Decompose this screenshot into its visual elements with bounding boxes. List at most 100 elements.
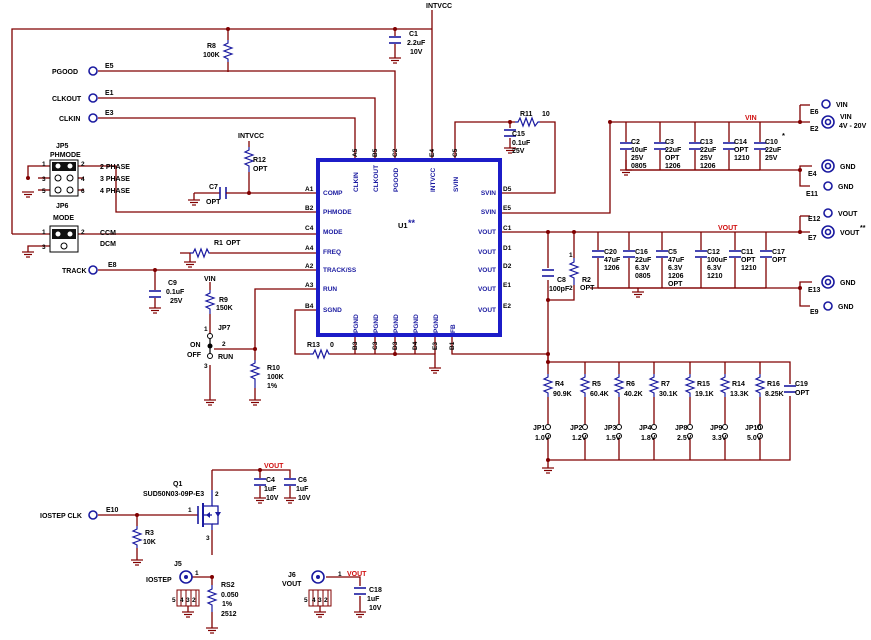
ic-pin-num: B3 (352, 341, 359, 350)
ic-pin-num: D4 (412, 341, 419, 350)
fb-r-ref: R5 (592, 381, 601, 388)
ic-right-pins: D5SVINE5SVINC1VOUTD1VOUTD2VOUTE1VOUTE2VO… (478, 186, 512, 314)
vout-terminal-e12[interactable]: E12 VOUT (808, 208, 858, 223)
jumper-jp7[interactable]: JP7 1 2 3 ON OFF RUN (187, 325, 233, 370)
q1-pin-source: 3 (206, 535, 210, 542)
r2-ref: R2 (582, 277, 591, 284)
e11-label: GND (838, 184, 854, 191)
c8-val: 100pF (549, 286, 570, 293)
cap-ref: C17 (772, 249, 785, 256)
clkin-terminal[interactable]: CLKIN E3 (59, 110, 114, 123)
clkout-label: CLKOUT (52, 96, 82, 103)
jp-pin[interactable] (616, 424, 622, 430)
j6-pin4: 4 (312, 597, 316, 604)
jumper-jp5[interactable]: JP5 PHMODE 1 2 3 4 5 6 2 PHASE 3 PHASE 4… (42, 143, 130, 197)
cap-ref: C5 (668, 249, 677, 256)
pgood-terminal[interactable]: PGOOD E5 (52, 63, 114, 76)
e6-label: VIN (836, 102, 848, 109)
fb-jp-ref: JP4 (639, 425, 652, 432)
capacitors: C1 2.2uF 10V C7 OPT C9 0.1uF 25V C15 0.1… (149, 31, 570, 612)
cap-pkg: 0805 (631, 163, 647, 170)
track-terminal[interactable]: TRACK E8 (62, 262, 117, 275)
iostep-clk-terminal[interactable]: IOSTEP CLK E10 (40, 507, 119, 520)
net-intvcc-top: INTVCC (426, 3, 452, 10)
net-vin: VIN (745, 115, 757, 122)
ic-pin-num: E3 (432, 342, 439, 350)
vin-terminal-e6[interactable]: E6 VIN (810, 99, 848, 116)
jp-pin[interactable] (582, 424, 588, 430)
jp-pin[interactable] (545, 424, 551, 430)
vout-terminal-e7[interactable]: E7 VOUT ** (808, 225, 866, 242)
jp-pin[interactable] (545, 433, 551, 439)
r2-pin1: 1 (569, 252, 573, 259)
c15-val: 0.1uF (512, 140, 531, 147)
vin-terminal-e2[interactable]: E2 VIN 4V - 20V (810, 114, 867, 133)
fb-r-val: 13.3K (730, 391, 749, 398)
jp5-pin5: 5 (42, 188, 46, 195)
cap-val: 47uF (668, 257, 685, 264)
ic-pin-name: RUN (323, 286, 337, 293)
ic-pin-num: A1 (305, 186, 314, 193)
jp-pin[interactable] (687, 433, 693, 439)
jp-pin[interactable] (722, 433, 728, 439)
jumper-jp6[interactable]: JP6 MODE 1 2 3 CCM DCM (42, 203, 116, 253)
ic-pin-num: C3 (372, 341, 379, 350)
ic-suffix: ** (408, 218, 416, 228)
j5-ref: J5 (174, 561, 182, 568)
fb-jp-ref: JP1 (533, 425, 546, 432)
connector-j5[interactable]: J5 IOSTEP 1 5 4 3 2 (146, 561, 200, 612)
ic-pin-name: CLKIN (353, 172, 360, 192)
gnd-terminal-e11[interactable]: E11 GND (806, 181, 854, 198)
jp7-run: RUN (218, 354, 233, 361)
r9-val: 150K (216, 305, 233, 312)
capacitor-c19: C19 OPT (784, 381, 810, 397)
net-labels: INTVCC INTVCC VIN VIN VOUT VOUT VOUT (204, 3, 757, 578)
cap-star: * (782, 131, 785, 140)
ic-pin-num: A2 (305, 263, 314, 270)
fb-r-val: 19.1K (695, 391, 714, 398)
rs2-tol: 1% (222, 601, 233, 608)
jp6-name: MODE (53, 215, 74, 222)
r3-val: 10K (143, 539, 156, 546)
gnd-terminal-e9[interactable]: E9 GND (810, 301, 854, 316)
jp-pin[interactable] (757, 433, 763, 439)
ic-pin-num: E5 (503, 205, 511, 212)
ic-pin-num: B5 (372, 148, 379, 157)
ic-pin-num: B2 (305, 205, 314, 212)
cap-volt: 6.3V (707, 265, 722, 272)
jp5-pin1: 1 (42, 161, 46, 168)
fb-r-ref: R15 (697, 381, 710, 388)
e6-ref: E6 (810, 109, 819, 116)
jp-pin[interactable] (582, 433, 588, 439)
clkout-terminal[interactable]: CLKOUT E1 (52, 90, 114, 103)
fb-r-val: 8.25K (765, 391, 784, 398)
r1-ref: R1 (214, 240, 223, 247)
q1-ref: Q1 (173, 481, 182, 488)
jp-pin[interactable] (757, 424, 763, 430)
junction-dots (26, 27, 802, 579)
capacitor-c1: C1 2.2uF 10V (389, 31, 426, 56)
jp5-name: PHMODE (50, 152, 81, 159)
e12-ref: E12 (808, 216, 821, 223)
c6-ref: C6 (298, 477, 307, 484)
fb-r-ref: R4 (555, 381, 564, 388)
connector-j6[interactable]: J6 VOUT 1 5 4 3 2 (282, 570, 342, 612)
r10-ref: R10 (267, 365, 280, 372)
jp-pin[interactable] (687, 424, 693, 430)
c19-val: OPT (795, 390, 810, 397)
fb-jp-volt: 5.0V (747, 435, 762, 442)
fb-resistor (684, 374, 696, 397)
cap-pkg: 1206 (665, 163, 681, 170)
jp-pin[interactable] (651, 424, 657, 430)
jp-pin[interactable] (616, 433, 622, 439)
jp-pin[interactable] (722, 424, 728, 430)
gnd-terminal-e4[interactable]: E4 GND (808, 159, 856, 178)
ic-pin-name: PGND (353, 314, 360, 333)
fb-resistor (613, 374, 625, 397)
c18-val: 1uF (367, 596, 380, 603)
gnd-terminal-e13[interactable]: E13 GND (808, 275, 856, 294)
jp-pin[interactable] (651, 433, 657, 439)
fb-jp-volt: 1.2V (572, 435, 587, 442)
